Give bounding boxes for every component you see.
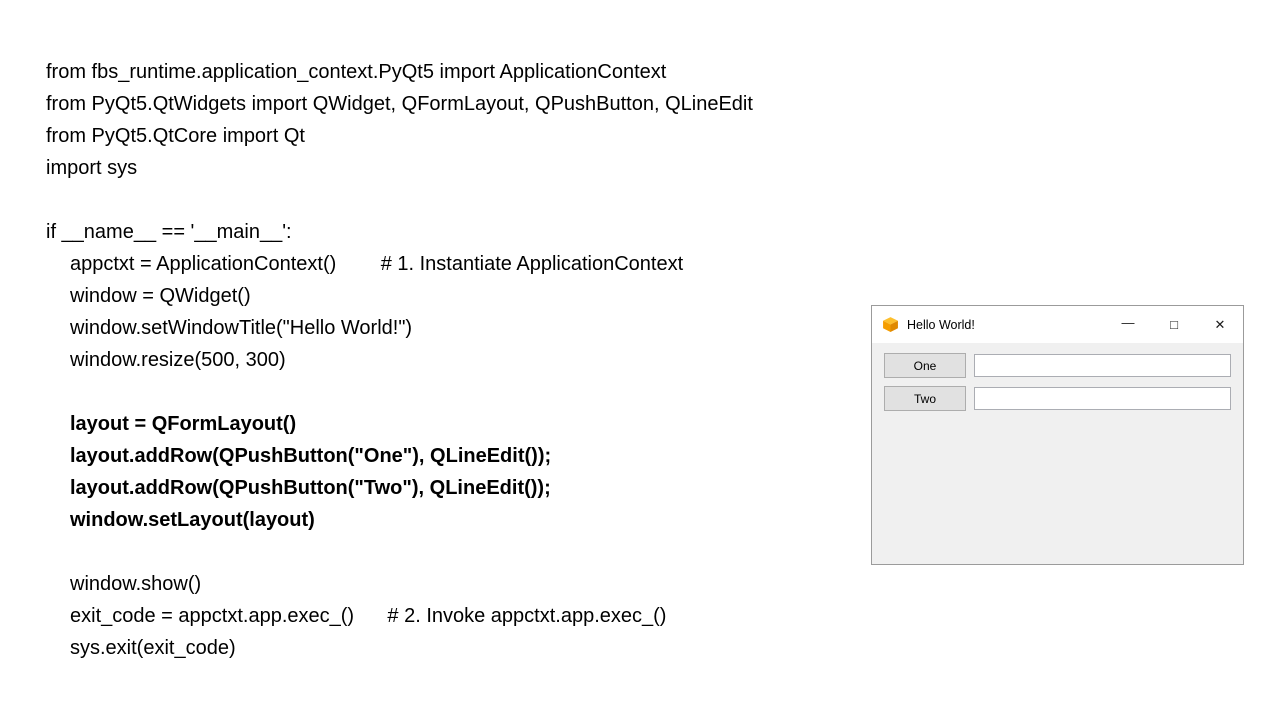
- one-button[interactable]: One: [884, 353, 966, 378]
- code-listing: from fbs_runtime.application_context.PyQ…: [46, 56, 753, 664]
- code-line: if __name__ == '__main__':: [46, 221, 292, 243]
- code-line-blank: [46, 376, 753, 408]
- code-line: from PyQt5.QtWidgets import QWidget, QFo…: [46, 93, 753, 115]
- app-window: Hello World! — □ ✕ One Two: [871, 305, 1244, 565]
- code-line: appctxt = ApplicationContext() # 1. Inst…: [70, 253, 684, 275]
- line-edit-two[interactable]: [974, 387, 1231, 410]
- code-line-highlighted: layout.addRow(QPushButton("One"), QLineE…: [70, 445, 552, 467]
- window-controls: — □ ✕: [1105, 306, 1243, 343]
- code-line-blank: [46, 536, 753, 568]
- code-line: from PyQt5.QtCore import Qt: [46, 125, 305, 147]
- code-line: exit_code = appctxt.app.exec_() # 2. Inv…: [70, 605, 667, 627]
- minimize-button[interactable]: —: [1105, 306, 1151, 343]
- code-line: window.resize(500, 300): [70, 349, 286, 371]
- code-line: window.setWindowTitle("Hello World!"): [70, 317, 413, 339]
- code-line-highlighted: window.setLayout(layout): [70, 509, 315, 531]
- close-icon: ✕: [1214, 316, 1226, 332]
- form-row: One: [884, 353, 1231, 378]
- window-client-area: One Two: [872, 343, 1243, 421]
- window-title: Hello World!: [907, 317, 975, 332]
- code-line: sys.exit(exit_code): [70, 637, 236, 659]
- form-row: Two: [884, 386, 1231, 411]
- code-line-blank: [46, 184, 753, 216]
- code-line-highlighted: layout = QFormLayout(): [70, 413, 297, 435]
- code-line: import sys: [46, 157, 138, 179]
- code-line: window = QWidget(): [70, 285, 251, 307]
- code-line: from fbs_runtime.application_context.PyQ…: [46, 61, 667, 83]
- close-button[interactable]: ✕: [1197, 306, 1243, 343]
- maximize-icon: □: [1170, 317, 1178, 332]
- app-icon: [883, 317, 898, 332]
- line-edit-one[interactable]: [974, 354, 1231, 377]
- titlebar[interactable]: Hello World! — □ ✕: [872, 306, 1243, 343]
- two-button[interactable]: Two: [884, 386, 966, 411]
- minimize-icon: —: [1121, 315, 1135, 330]
- maximize-button[interactable]: □: [1151, 306, 1197, 343]
- code-line-highlighted: layout.addRow(QPushButton("Two"), QLineE…: [70, 477, 551, 499]
- code-line: window.show(): [70, 573, 202, 595]
